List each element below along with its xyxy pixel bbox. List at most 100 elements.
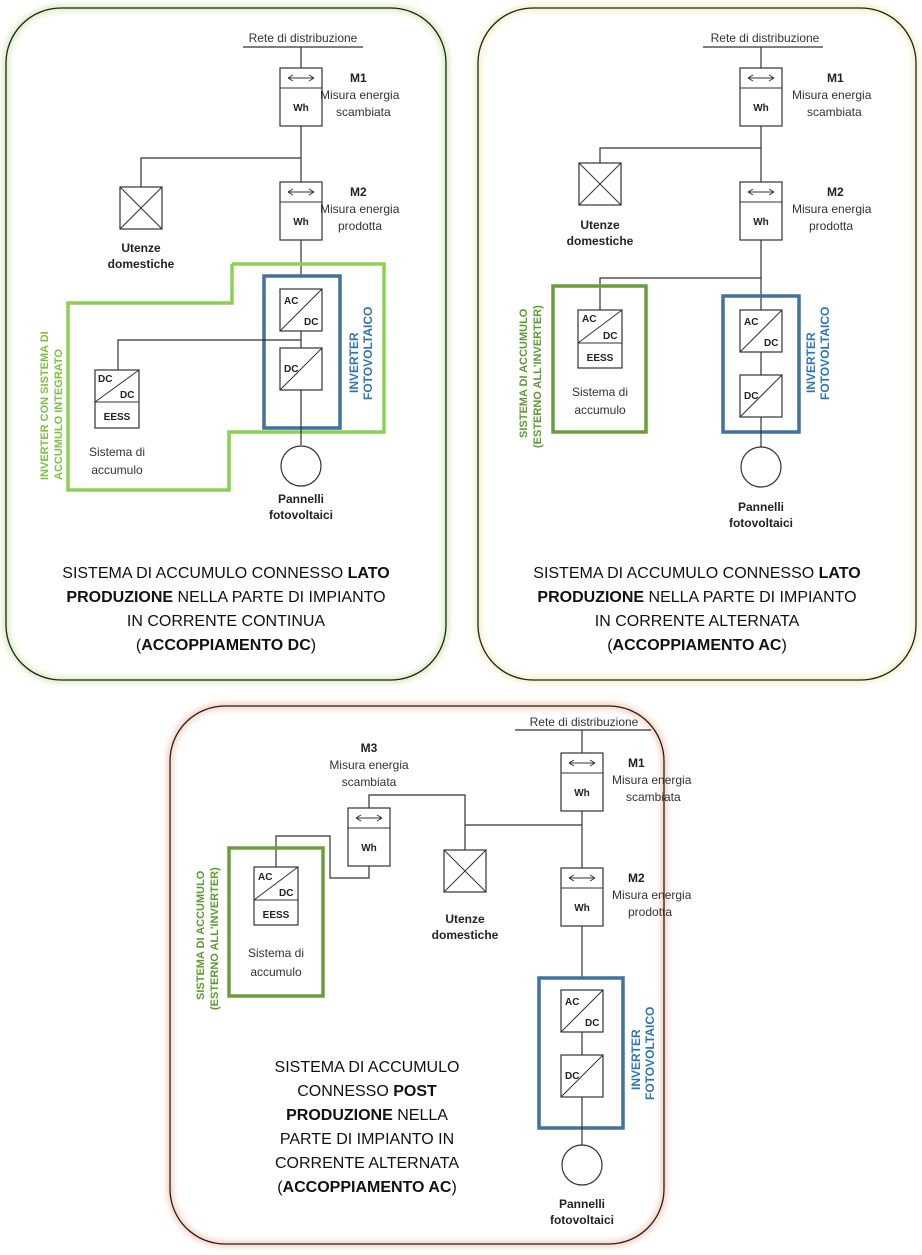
svg-text:scambiata: scambiata bbox=[807, 105, 862, 119]
svg-text:prodotta: prodotta bbox=[809, 219, 853, 233]
svg-text:Pannelli: Pannelli bbox=[559, 1197, 605, 1211]
svg-text:(ESTERNO ALL'INVERTER): (ESTERNO ALL'INVERTER) bbox=[532, 305, 544, 448]
svg-text:DC: DC bbox=[279, 888, 293, 899]
svg-text:AC: AC bbox=[582, 314, 596, 325]
svg-text:IN CORRENTE ALTERNATA: IN CORRENTE ALTERNATA bbox=[595, 613, 800, 630]
m1-desc-1: Misura energia bbox=[320, 88, 400, 102]
svg-text:INVERTER: INVERTER bbox=[629, 1029, 643, 1090]
svg-text:CONNESSO POST: CONNESSO POST bbox=[297, 1083, 437, 1100]
svg-text:AC: AC bbox=[744, 317, 758, 328]
svg-text:DC: DC bbox=[603, 331, 617, 342]
svg-text:SISTEMA DI ACCUMULO: SISTEMA DI ACCUMULO bbox=[518, 308, 530, 438]
svg-text:scambiata: scambiata bbox=[626, 790, 681, 804]
double-arrow-icon bbox=[355, 814, 383, 822]
meter-label: Wh bbox=[293, 103, 309, 114]
svg-text:prodotta: prodotta bbox=[628, 905, 672, 919]
integrated-storage-outline bbox=[66, 262, 386, 492]
grid-label: Rete di distribuzione bbox=[249, 31, 358, 45]
double-arrow-icon bbox=[568, 874, 596, 882]
pv-panels-circle bbox=[740, 446, 782, 488]
svg-text:Pannelli: Pannelli bbox=[278, 492, 324, 506]
svg-text:SISTEMA DI ACCUMULO CONNESSO L: SISTEMA DI ACCUMULO CONNESSO LATO bbox=[533, 565, 860, 582]
m1-code: M1 bbox=[350, 71, 367, 85]
svg-text:domestiche: domestiche bbox=[567, 234, 634, 248]
storage-unit: AC DC EESS bbox=[577, 309, 623, 369]
panel-post-production: Rete di distribuzione Wh M1 Misura energ… bbox=[167, 703, 692, 1247]
svg-text:DC: DC bbox=[120, 390, 134, 401]
svg-text:M2: M2 bbox=[350, 185, 367, 199]
svg-text:DC: DC bbox=[585, 1018, 599, 1029]
svg-text:PARTE DI IMPIANTO IN: PARTE DI IMPIANTO IN bbox=[280, 1131, 454, 1148]
dc-dc-converter: DC bbox=[560, 1054, 604, 1098]
caption-line-4: (ACCOPPIAMENTO DC) bbox=[136, 637, 316, 654]
caption-line-3: IN CORRENTE CONTINUA bbox=[127, 613, 326, 630]
household-loads bbox=[578, 162, 622, 206]
double-arrow-icon bbox=[747, 188, 775, 196]
svg-text:Misura energia: Misura energia bbox=[612, 888, 692, 902]
meter-m2: Wh bbox=[279, 181, 323, 241]
svg-text:Wh: Wh bbox=[293, 217, 309, 228]
svg-text:Sistema di: Sistema di bbox=[248, 946, 304, 960]
svg-text:DC: DC bbox=[98, 374, 112, 385]
ac-dc-converter: AC DC bbox=[560, 989, 604, 1033]
svg-text:fotovoltaici: fotovoltaici bbox=[269, 508, 333, 522]
svg-text:Misura energia: Misura energia bbox=[329, 758, 409, 772]
svg-text:DC: DC bbox=[744, 391, 758, 402]
caption-line-2: PRODUZIONE NELLA PARTE DI IMPIANTO bbox=[66, 589, 385, 606]
svg-text:Wh: Wh bbox=[574, 788, 590, 799]
svg-text:Wh: Wh bbox=[753, 103, 769, 114]
meter-m2: Wh bbox=[560, 867, 604, 927]
svg-text:fotovoltaici: fotovoltaici bbox=[550, 1213, 614, 1227]
svg-text:INVERTER: INVERTER bbox=[347, 332, 361, 393]
double-arrow-icon bbox=[747, 74, 775, 82]
svg-text:Misura energia: Misura energia bbox=[320, 202, 400, 216]
svg-text:Sistema di: Sistema di bbox=[89, 445, 145, 459]
household-loads bbox=[119, 186, 163, 230]
double-arrow-icon bbox=[287, 188, 315, 196]
household-loads bbox=[443, 849, 487, 893]
svg-text:Wh: Wh bbox=[753, 217, 769, 228]
svg-text:DC: DC bbox=[565, 1071, 579, 1082]
caption-line-1: SISTEMA DI ACCUMULO CONNESSO LATO bbox=[62, 565, 389, 582]
svg-text:M1: M1 bbox=[827, 71, 844, 85]
meter-m1: Wh bbox=[279, 67, 323, 127]
svg-text:Utenze: Utenze bbox=[580, 218, 620, 232]
svg-text:M2: M2 bbox=[628, 871, 645, 885]
integrated-label-2: ACCUMULO INTEGRATO bbox=[53, 349, 65, 480]
svg-text:EESS: EESS bbox=[263, 910, 290, 921]
double-arrow-icon bbox=[568, 759, 596, 767]
svg-text:accumulo: accumulo bbox=[574, 403, 626, 417]
svg-text:PRODUZIONE NELLA PARTE DI IMPI: PRODUZIONE NELLA PARTE DI IMPIANTO bbox=[537, 589, 856, 606]
svg-text:Misura energia: Misura energia bbox=[612, 773, 692, 787]
svg-text:SISTEMA DI ACCUMULO: SISTEMA DI ACCUMULO bbox=[275, 1059, 460, 1076]
meter-m1: Wh bbox=[560, 752, 604, 812]
svg-text:AC: AC bbox=[284, 296, 298, 307]
svg-text:prodotta: prodotta bbox=[338, 219, 382, 233]
svg-text:scambiata: scambiata bbox=[342, 775, 397, 789]
svg-text:fotovoltaici: fotovoltaici bbox=[729, 516, 793, 530]
pv-panels-circle bbox=[561, 1144, 603, 1186]
svg-text:Wh: Wh bbox=[574, 903, 590, 914]
svg-text:FOTOVOLTAICO: FOTOVOLTAICO bbox=[643, 1007, 657, 1100]
svg-text:INVERTER: INVERTER bbox=[804, 332, 818, 393]
svg-text:Misura energia: Misura energia bbox=[792, 202, 872, 216]
svg-text:(ACCOPPIAMENTO AC): (ACCOPPIAMENTO AC) bbox=[607, 637, 787, 654]
integrated-label-1: INVERTER CON SISTEMA DI bbox=[39, 331, 51, 480]
storage-unit: AC DC EESS bbox=[253, 866, 299, 926]
svg-text:AC: AC bbox=[565, 997, 579, 1008]
inverter-outline bbox=[262, 274, 342, 430]
svg-text:CORRENTE ALTERNATA: CORRENTE ALTERNATA bbox=[275, 1155, 459, 1172]
svg-text:Utenze: Utenze bbox=[121, 241, 161, 255]
svg-text:M3: M3 bbox=[361, 741, 378, 755]
svg-text:DC: DC bbox=[304, 317, 318, 328]
pv-panels-circle bbox=[280, 445, 322, 487]
double-arrow-icon bbox=[287, 74, 315, 82]
svg-text:DC: DC bbox=[284, 364, 298, 375]
svg-text:Pannelli: Pannelli bbox=[738, 500, 784, 514]
panel-ac-coupling: Rete di distribuzione Wh M1 Misura energ… bbox=[475, 5, 919, 683]
svg-text:M1: M1 bbox=[628, 756, 645, 770]
svg-text:DC: DC bbox=[764, 338, 778, 349]
svg-text:domestiche: domestiche bbox=[432, 928, 499, 942]
svg-text:FOTOVOLTAICO: FOTOVOLTAICO bbox=[818, 307, 832, 400]
